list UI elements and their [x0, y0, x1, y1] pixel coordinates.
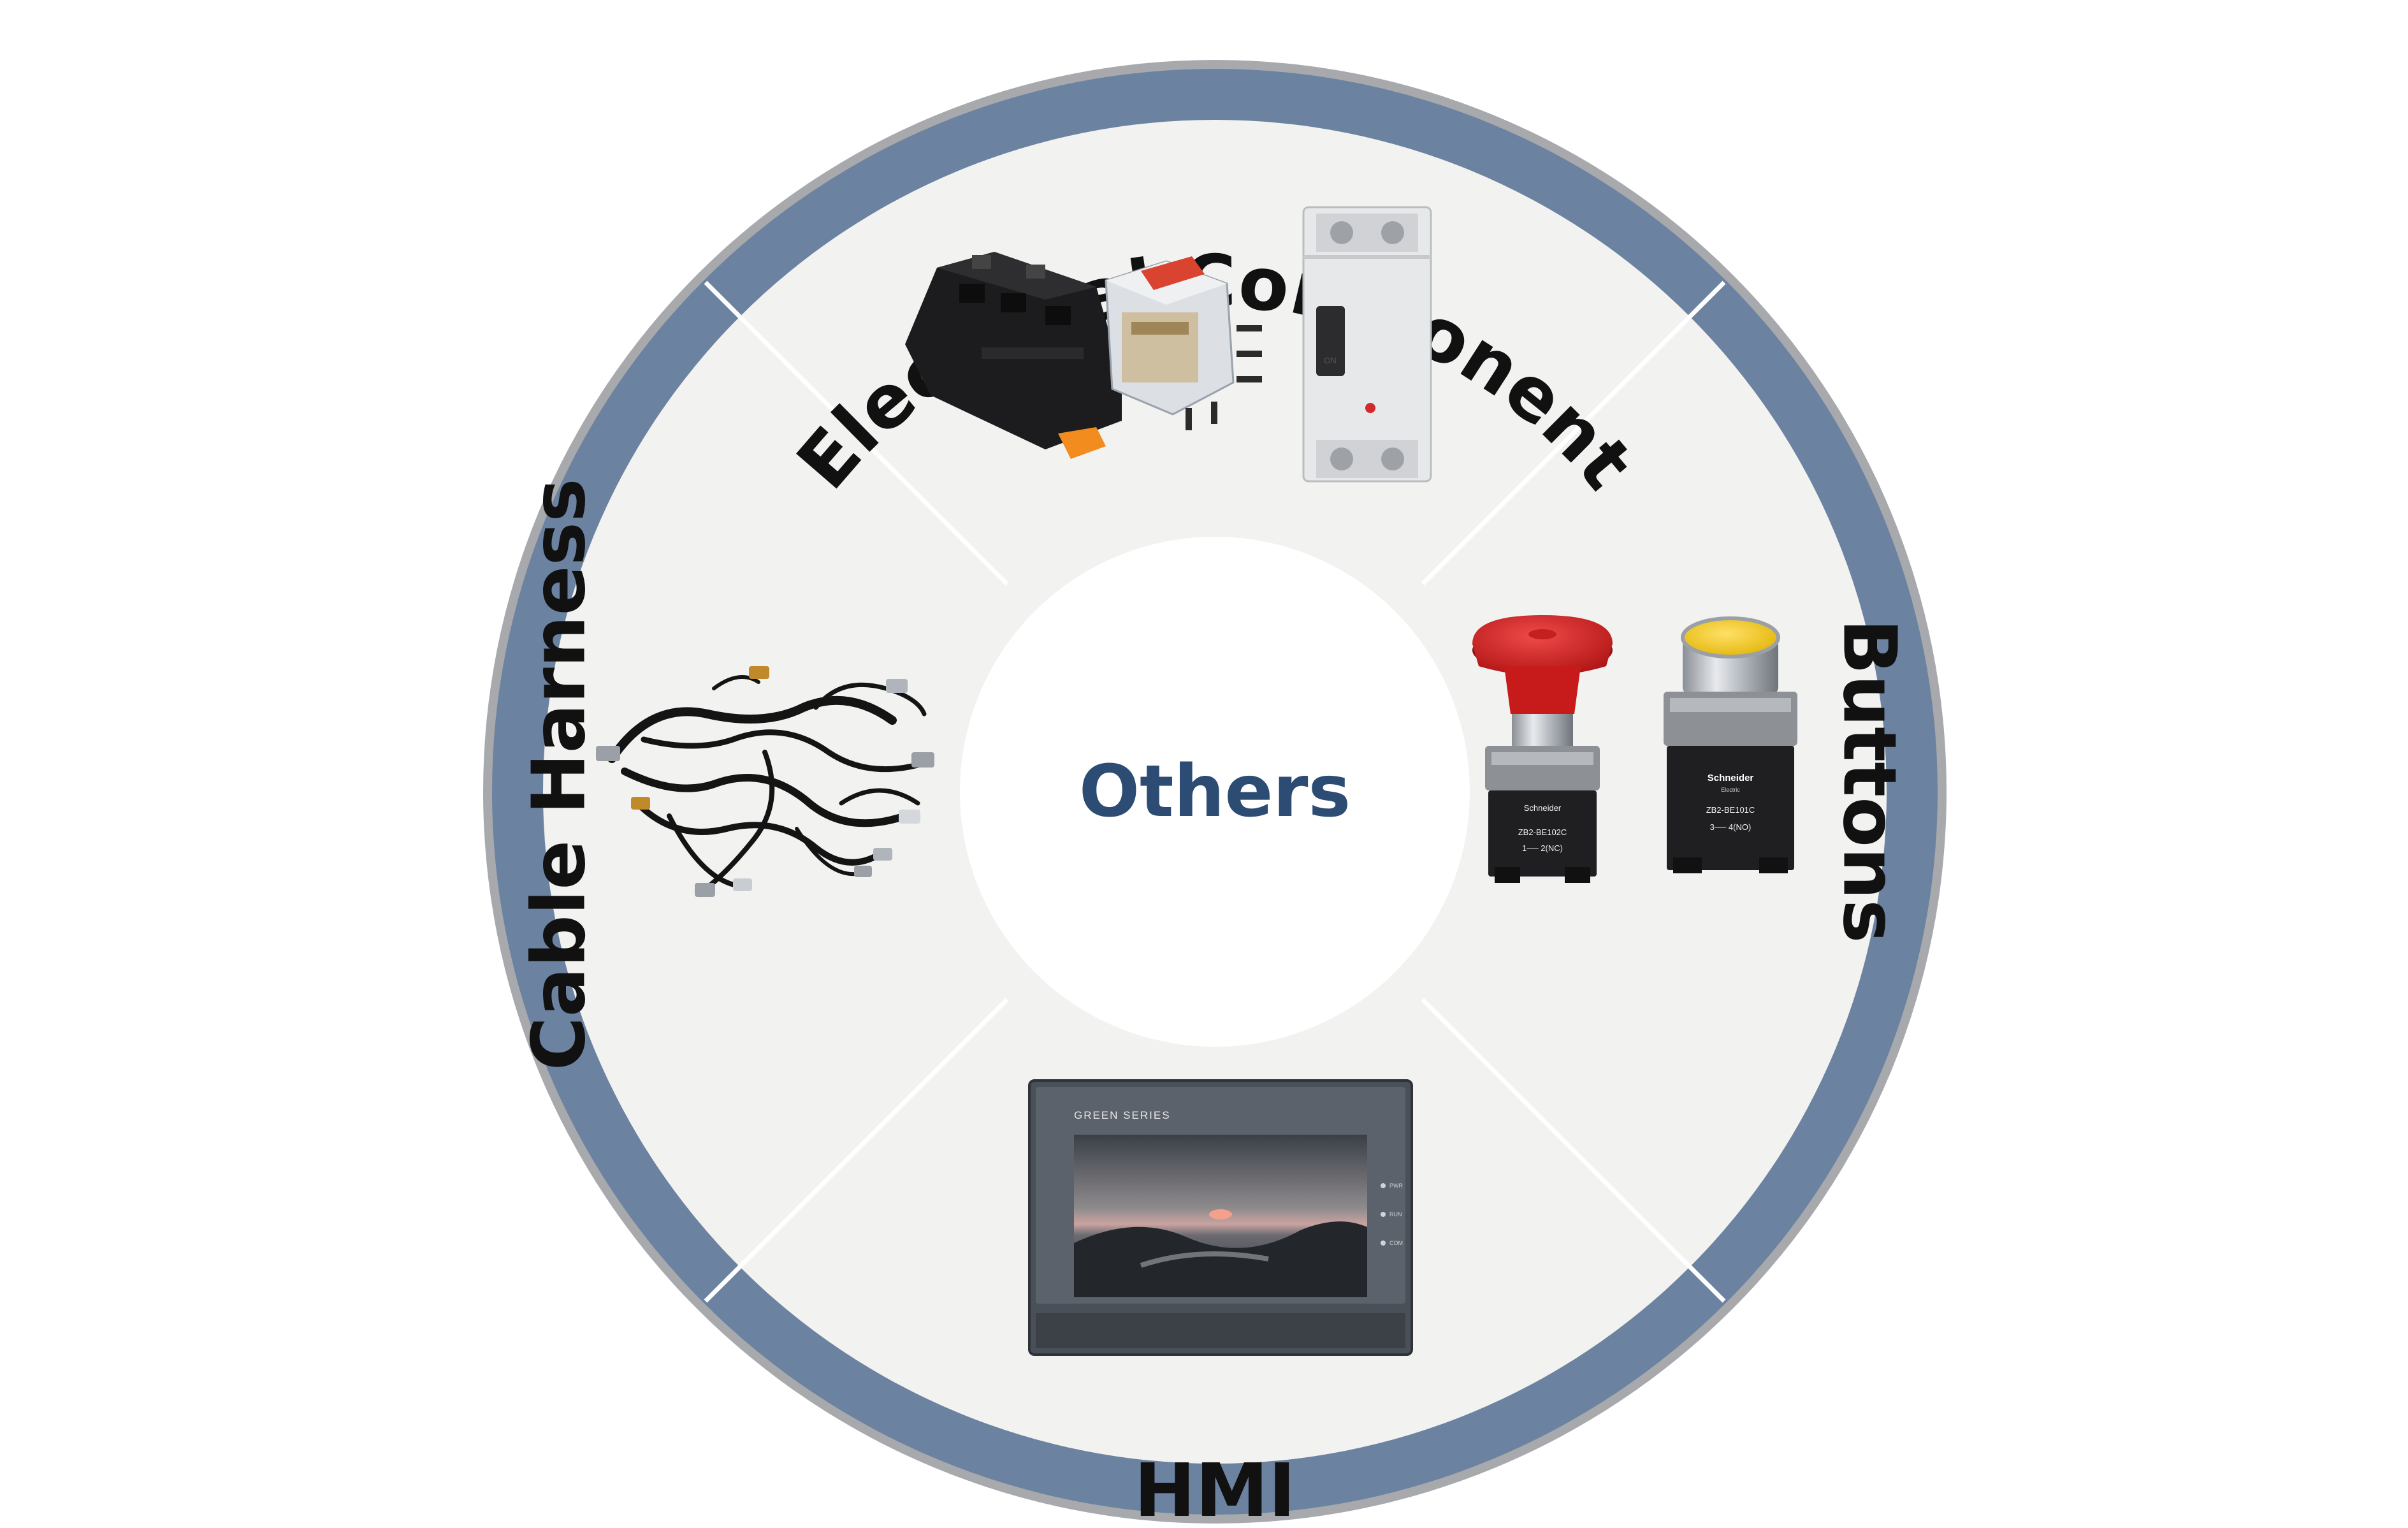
svg-text:PWR: PWR — [1389, 1182, 1403, 1189]
estop-brand-label: Schneider — [1524, 803, 1562, 813]
hmi-indicator-leds: PWR RUN COM — [1381, 1182, 1403, 1246]
center-circle — [960, 537, 1470, 1047]
segment-label-hmi: HMI — [1134, 1448, 1295, 1528]
estop-model-label: ZB2-BE102C — [1518, 827, 1567, 837]
center-label: Others — [1079, 750, 1351, 833]
emergency-stop-button-image: Schneider ZB2-BE102C 1── 2(NC) — [1472, 615, 1613, 883]
relay-socket-image — [905, 252, 1122, 459]
pushbutton-brand-sub-label: Electric — [1721, 787, 1740, 793]
segment-label-buttons: Buttons — [1826, 619, 1911, 943]
pushbutton-contact-label: 3── 4(NO) — [1710, 822, 1752, 832]
hmi-touchscreen-image: GREEN SERIES PWR RUN COM — [1028, 1079, 1413, 1356]
circuit-breaker-image: ON — [1302, 206, 1432, 483]
segment-label-cable-harness: Cable Harness — [517, 478, 602, 1070]
cable-harness-image — [607, 675, 927, 895]
pushbutton-brand-label: Schneider — [1708, 773, 1754, 783]
svg-text:COM: COM — [1389, 1240, 1403, 1246]
segment-dividers — [704, 280, 1726, 1303]
yellow-push-button-image: Schneider Electric ZB2-BE101C 3── 4(NO) — [1664, 616, 1797, 873]
svg-text:RUN: RUN — [1389, 1211, 1402, 1218]
hmi-series-label: GREEN SERIES — [1074, 1109, 1171, 1121]
breaker-on-label: ON — [1324, 356, 1337, 365]
estop-contact-label: 1── 2(NC) — [1522, 843, 1563, 853]
cable-connectors — [596, 666, 934, 897]
pushbutton-model-label: ZB2-BE101C — [1706, 805, 1755, 815]
relay-image — [1105, 256, 1262, 430]
